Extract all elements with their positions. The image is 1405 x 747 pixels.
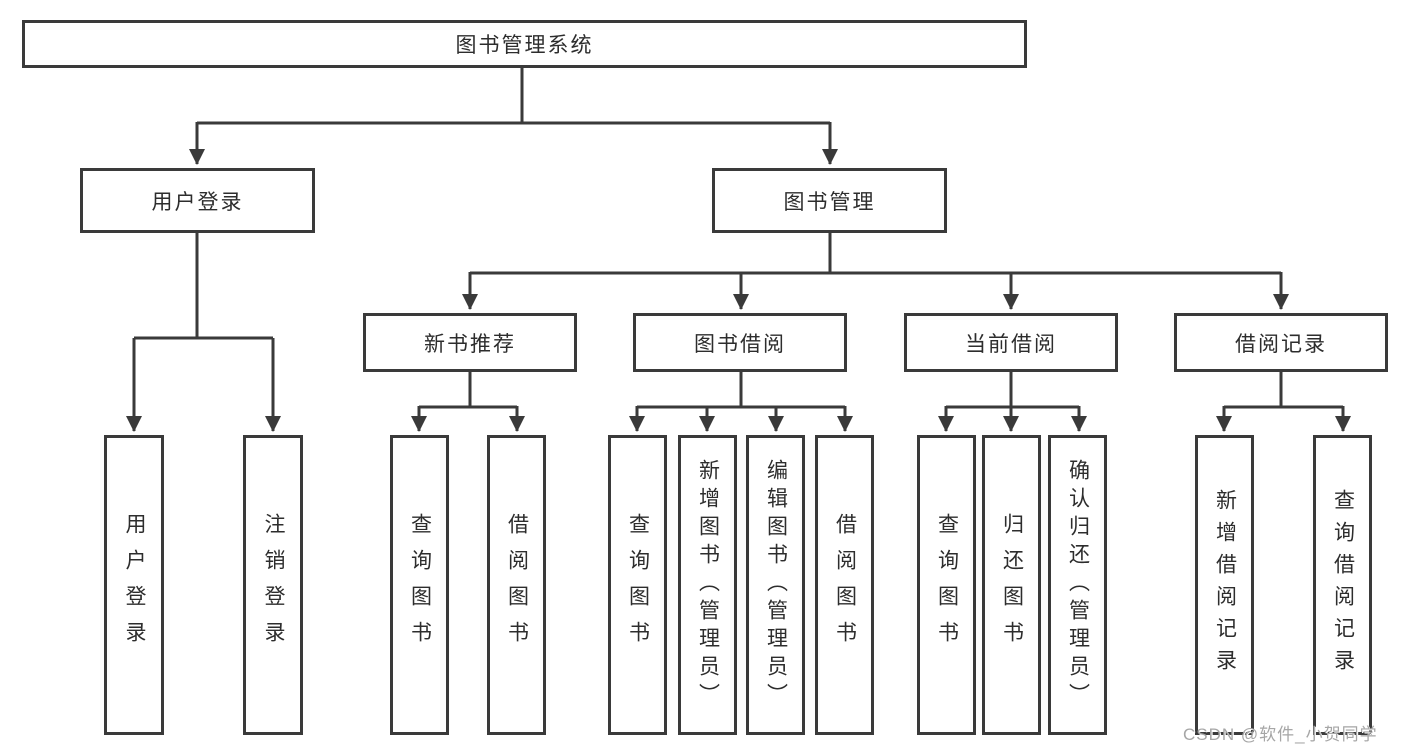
leaf-add-book-admin: 新增图书（管理员） xyxy=(678,435,737,735)
connector-lines xyxy=(134,68,1343,409)
node-label: 借阅图书 xyxy=(833,513,857,657)
leaf-query-borrow-record: 查询借阅记录 xyxy=(1313,435,1372,735)
node-label: 用户登录 xyxy=(123,513,146,657)
node-label: 查询图书 xyxy=(626,513,650,657)
node-label: 图书借阅 xyxy=(694,332,786,356)
node-label: 图书管理系统 xyxy=(455,34,594,57)
leaf-add-borrow-record: 新增借阅记录 xyxy=(1195,435,1254,735)
node-label: 查询借阅记录 xyxy=(1331,489,1355,681)
csdn-watermark: CSDN @软件_小贺同学 xyxy=(1183,725,1378,744)
node-current-borrowing: 当前借阅 xyxy=(904,313,1118,372)
node-label: 归还图书 xyxy=(1000,513,1024,657)
node-label: 查询图书 xyxy=(408,513,432,657)
node-label: 注销登录 xyxy=(262,513,285,657)
leaf-query-books-recommend: 查询图书 xyxy=(390,435,449,735)
node-label: 图书管理 xyxy=(783,190,876,214)
node-book-borrowing: 图书借阅 xyxy=(633,313,847,372)
leaf-confirm-return-admin: 确认归还（管理员） xyxy=(1048,435,1107,735)
node-label: 查询图书 xyxy=(935,513,959,657)
leaf-return-books: 归还图书 xyxy=(982,435,1041,735)
leaf-query-books-borrowing: 查询图书 xyxy=(608,435,667,735)
node-label: 新增图书（管理员） xyxy=(696,459,720,711)
node-label: 当前借阅 xyxy=(965,332,1057,356)
node-book-management: 图书管理 xyxy=(712,168,947,233)
leaf-edit-book-admin: 编辑图书（管理员） xyxy=(746,435,805,735)
node-library-system: 图书管理系统 xyxy=(22,20,1027,68)
node-label: 确认归还（管理员） xyxy=(1066,459,1090,711)
node-borrowing-records: 借阅记录 xyxy=(1174,313,1388,372)
node-label: 借阅图书 xyxy=(505,513,529,657)
node-new-book-recommend: 新书推荐 xyxy=(363,313,577,372)
node-label: 借阅记录 xyxy=(1235,332,1327,356)
leaf-borrow-books-recommend: 借阅图书 xyxy=(487,435,546,735)
node-user-login: 用户登录 xyxy=(80,168,315,233)
leaf-borrow-books-borrowing: 借阅图书 xyxy=(815,435,874,735)
node-label: 用户登录 xyxy=(151,190,244,214)
leaf-query-books-current: 查询图书 xyxy=(917,435,976,735)
node-label: 新增借阅记录 xyxy=(1213,489,1237,681)
leaf-user-login: 用户登录 xyxy=(104,435,164,735)
node-label: 编辑图书（管理员） xyxy=(764,459,788,711)
node-label: 新书推荐 xyxy=(424,332,516,356)
leaf-logout: 注销登录 xyxy=(243,435,303,735)
